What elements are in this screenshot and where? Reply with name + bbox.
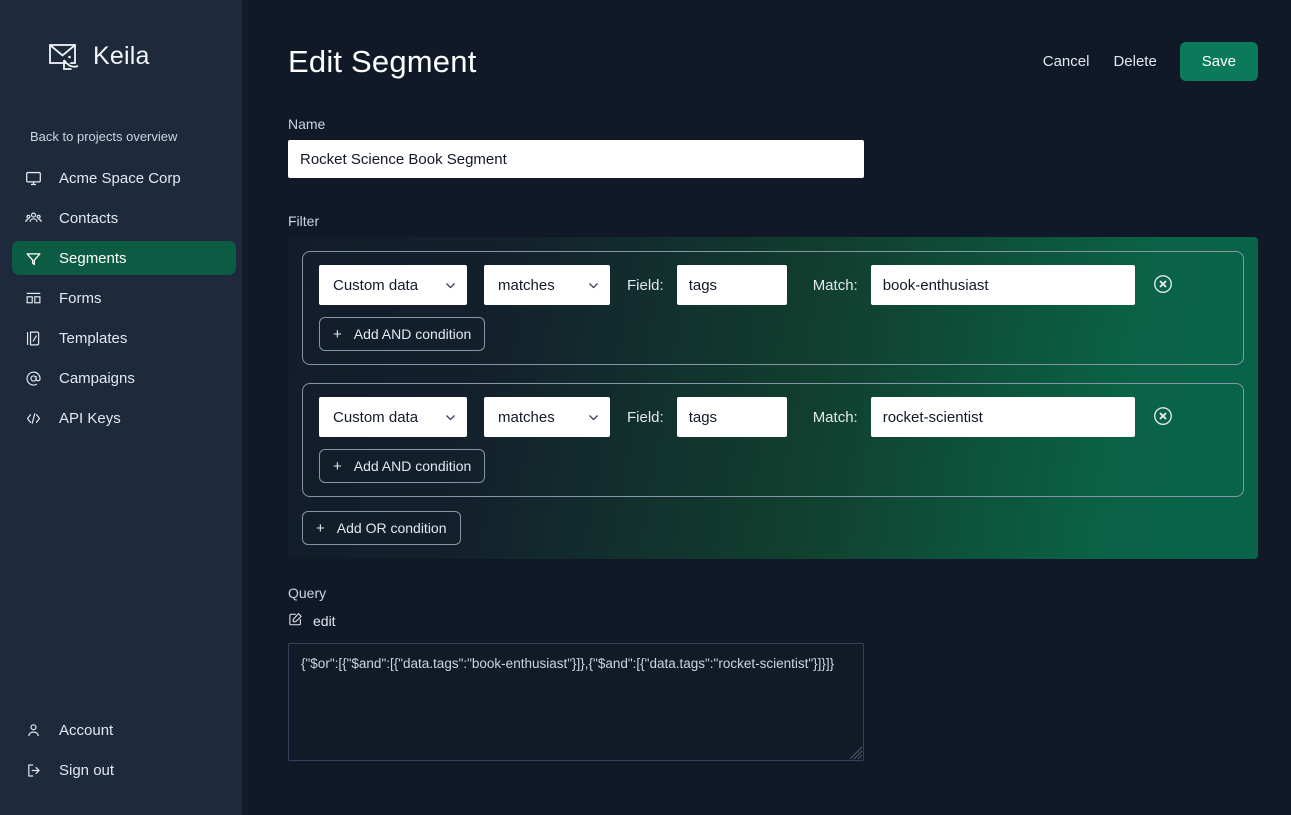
- query-edit-link[interactable]: edit: [288, 612, 336, 630]
- at-sign-icon: [24, 369, 43, 388]
- add-and-condition-button[interactable]: + Add AND condition: [319, 449, 486, 483]
- segment-name-input[interactable]: [288, 140, 864, 178]
- operator-select[interactable]: matches: [484, 397, 610, 437]
- operator-value: matches: [498, 276, 555, 294]
- segment-form: Name Filter Custom data matches: [248, 116, 1291, 761]
- name-label: Name: [288, 116, 326, 132]
- add-and-condition-label: Add AND condition: [353, 326, 472, 342]
- sidebar-item-account[interactable]: Account: [12, 713, 236, 747]
- source-type-value: Custom data: [333, 408, 419, 426]
- field-input[interactable]: [676, 397, 787, 437]
- sidebar-item-sign-out[interactable]: Sign out: [12, 753, 236, 787]
- cancel-button[interactable]: Cancel: [1031, 44, 1102, 79]
- source-type-select[interactable]: Custom data: [319, 397, 467, 437]
- monitor-icon: [24, 169, 43, 188]
- sidebar-item-label: Templates: [59, 329, 128, 347]
- circle-x-icon: [1152, 405, 1174, 430]
- main-content: Edit Segment Cancel Delete Save Name Fil…: [248, 0, 1291, 815]
- resize-handle-icon[interactable]: [849, 746, 863, 760]
- delete-button[interactable]: Delete: [1101, 44, 1168, 79]
- match-input[interactable]: [870, 265, 1135, 305]
- sidebar-item-acme-space-corp[interactable]: Acme Space Corp: [12, 161, 236, 195]
- condition-row: Custom data matches Field:: [319, 397, 1229, 437]
- back-to-projects-link[interactable]: Back to projects overview: [30, 129, 178, 144]
- operator-select[interactable]: matches: [484, 265, 610, 305]
- sidebar-item-label: API Keys: [59, 409, 121, 427]
- add-and-condition-button[interactable]: + Add AND condition: [319, 317, 486, 351]
- condition-row: Custom data matches Field:: [319, 265, 1229, 305]
- sidebar: Keila Back to projects overview Acme Spa…: [0, 0, 248, 815]
- remove-condition-button[interactable]: [1152, 273, 1174, 298]
- save-button[interactable]: Save: [1179, 42, 1258, 81]
- sidebar-item-label: Campaigns: [59, 369, 135, 387]
- code-brackets-icon: [24, 409, 43, 428]
- add-or-condition-button[interactable]: + Add OR condition: [302, 511, 461, 545]
- sidebar-item-label: Acme Space Corp: [59, 169, 181, 187]
- sidebar-item-label: Account: [59, 721, 114, 739]
- primary-nav: Acme Space Corp Contacts: [0, 161, 248, 441]
- brand-logo[interactable]: Keila: [0, 0, 248, 76]
- add-or-condition-label: Add OR condition: [336, 520, 447, 536]
- forms-icon: [24, 289, 43, 308]
- sidebar-item-campaigns[interactable]: Campaigns: [12, 361, 236, 395]
- template-icon: [24, 329, 43, 348]
- filter-funnel-icon: [24, 249, 43, 268]
- sidebar-item-api-keys[interactable]: API Keys: [12, 401, 236, 435]
- source-type-value: Custom data: [333, 276, 419, 294]
- sidebar-item-label: Forms: [59, 289, 102, 307]
- user-icon: [24, 721, 43, 740]
- sidebar-item-label: Segments: [59, 249, 127, 267]
- filter-panel: Custom data matches Field:: [288, 237, 1258, 559]
- field-label: Field:: [627, 276, 664, 294]
- page-title: Edit Segment: [288, 43, 477, 79]
- query-label: Query: [288, 585, 327, 601]
- sidebar-item-segments[interactable]: Segments: [12, 241, 236, 275]
- chevron-down-icon: [428, 279, 457, 292]
- or-condition-group: Custom data matches Field:: [302, 251, 1244, 365]
- match-label: Match:: [812, 276, 858, 294]
- secondary-nav: Account Sign out: [0, 713, 248, 815]
- chevron-down-icon: [571, 279, 600, 292]
- sidebar-item-contacts[interactable]: Contacts: [12, 201, 236, 235]
- brand-name: Keila: [93, 41, 150, 70]
- page-header: Edit Segment Cancel Delete Save: [248, 0, 1291, 81]
- keila-envelope-logo-icon: [44, 36, 84, 76]
- field-label: Field:: [627, 408, 664, 426]
- chevron-down-icon: [571, 411, 600, 424]
- query-textarea[interactable]: {"$or":[{"$and":[{"data.tags":"book-enth…: [288, 643, 864, 761]
- logout-icon: [24, 761, 43, 780]
- remove-condition-button[interactable]: [1152, 405, 1174, 430]
- or-condition-group: Custom data matches Field:: [302, 383, 1244, 497]
- plus-icon: +: [333, 325, 342, 343]
- header-actions: Cancel Delete Save: [1031, 42, 1258, 81]
- sidebar-item-templates[interactable]: Templates: [12, 321, 236, 355]
- filter-label: Filter: [288, 213, 320, 229]
- field-input[interactable]: [676, 265, 787, 305]
- operator-value: matches: [498, 408, 555, 426]
- users-icon: [24, 209, 43, 228]
- circle-x-icon: [1152, 273, 1174, 298]
- match-input[interactable]: [870, 397, 1135, 437]
- chevron-down-icon: [428, 411, 457, 424]
- sidebar-item-label: Contacts: [59, 209, 119, 227]
- match-label: Match:: [812, 408, 858, 426]
- plus-icon: +: [316, 519, 325, 537]
- pencil-square-icon: [288, 612, 303, 630]
- plus-icon: +: [333, 457, 342, 475]
- query-edit-label: edit: [313, 613, 336, 629]
- add-and-condition-label: Add AND condition: [353, 458, 472, 474]
- sidebar-item-forms[interactable]: Forms: [12, 281, 236, 315]
- sidebar-item-label: Sign out: [59, 761, 115, 779]
- query-value: {"$or":[{"$and":[{"data.tags":"book-enth…: [301, 656, 835, 671]
- source-type-select[interactable]: Custom data: [319, 265, 467, 305]
